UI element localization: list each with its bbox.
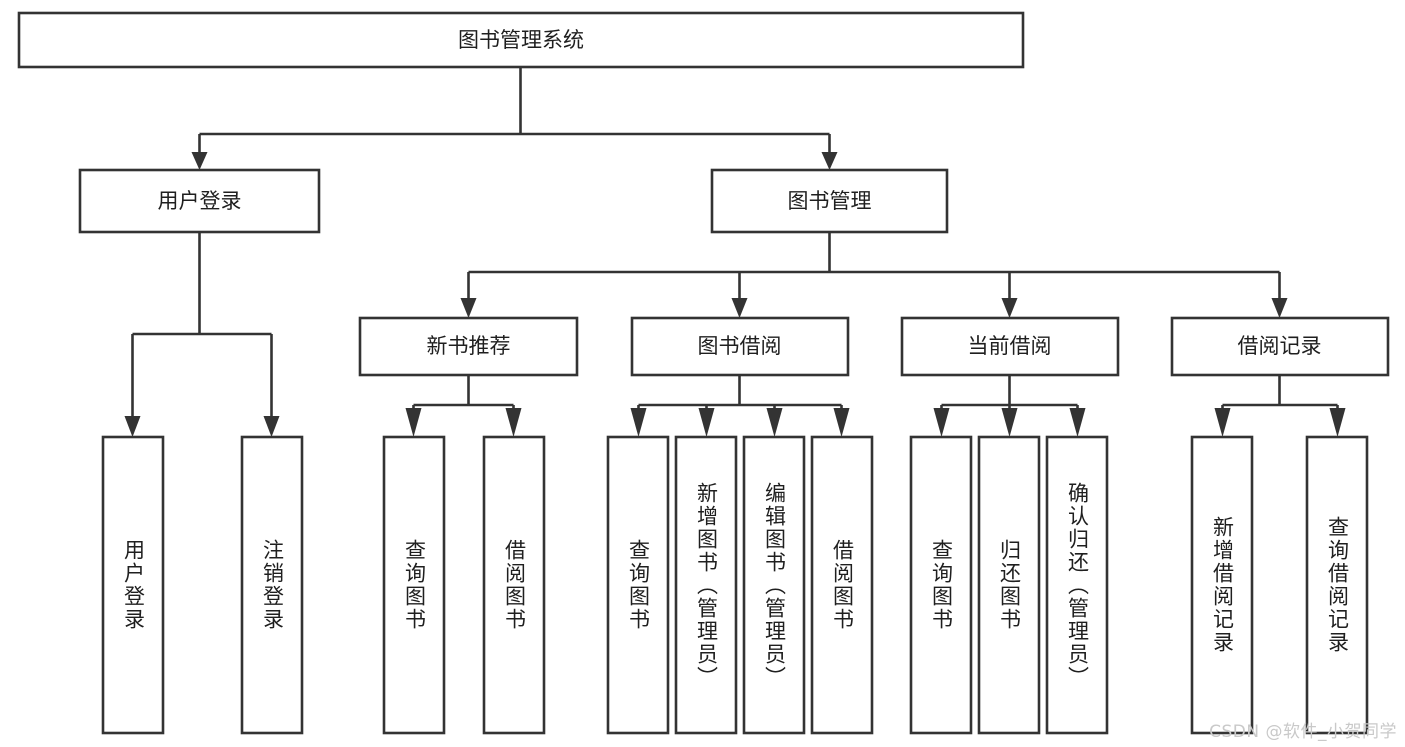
- node-root[interactable]: 图书管理系统: [17, 11, 1025, 69]
- arrow-head-cb-leaf-1: [933, 408, 950, 437]
- arrow-head-user-login: [191, 152, 208, 170]
- arrow-head-leaf-logout: [263, 416, 280, 437]
- node-new-book-recommend[interactable]: 新书推荐: [358, 316, 579, 377]
- node-leaf-edit-book-bb-box[interactable]: [742, 435, 806, 735]
- node-user-login-label: 用户登录: [158, 189, 242, 213]
- watermark: CSDN @软件_小贺同学: [1209, 722, 1397, 742]
- arrow-head-cb-leaf-3: [1069, 408, 1086, 437]
- node-leaf-borrow-book-bb-box[interactable]: [810, 435, 874, 735]
- arrow-head-book-mgmt: [821, 152, 838, 170]
- arrow-head-current-borrow: [1001, 298, 1018, 318]
- node-user-login-box[interactable]: [78, 168, 321, 234]
- node-user-login[interactable]: 用户登录: [78, 168, 321, 234]
- node-book-borrow[interactable]: 图书借阅: [630, 316, 850, 377]
- node-root-label: 图书管理系统: [458, 28, 584, 52]
- arrow-head-book-borrow: [731, 298, 748, 318]
- node-leaf-logout-box[interactable]: [240, 435, 304, 735]
- node-borrow-record[interactable]: 借阅记录: [1170, 316, 1390, 377]
- node-root-box[interactable]: [17, 11, 1025, 69]
- connector-group: [124, 67, 1346, 437]
- node-book-management-label: 图书管理: [788, 189, 872, 213]
- node-leaf-user-login-box[interactable]: [101, 435, 165, 735]
- arrow-head-bb-leaf-4: [833, 408, 850, 437]
- arrow-head-br-leaf-1: [1214, 408, 1231, 437]
- arrow-head-leaf-user-login: [124, 416, 141, 437]
- node-leaf-return-book-cb-box[interactable]: [977, 435, 1041, 735]
- arrow-head-bb-leaf-2: [698, 408, 715, 437]
- node-current-borrow[interactable]: 当前借阅: [900, 316, 1120, 377]
- node-leaf-add-record-br-box[interactable]: [1190, 435, 1254, 735]
- arrow-head-br-leaf-2: [1329, 408, 1346, 437]
- arrow-head-bb-leaf-1: [630, 408, 647, 437]
- arrow-head-borrow-record: [1271, 298, 1288, 318]
- node-current-borrow-box[interactable]: [900, 316, 1120, 377]
- arrow-head-bb-leaf-3: [766, 408, 783, 437]
- node-leaf-query-record-br-box[interactable]: [1305, 435, 1369, 735]
- arrow-head-cb-leaf-2: [1001, 408, 1018, 437]
- node-leaf-confirm-return-cb-box[interactable]: [1045, 435, 1109, 735]
- node-borrow-record-label: 借阅记录: [1238, 334, 1322, 358]
- node-book-management-box[interactable]: [710, 168, 949, 234]
- node-book-borrow-box[interactable]: [630, 316, 850, 377]
- node-leaf-query-book-nbr-box[interactable]: [382, 435, 446, 735]
- node-borrow-record-box[interactable]: [1170, 316, 1390, 377]
- node-leaf-query-book-cb-box[interactable]: [909, 435, 973, 735]
- node-book-management[interactable]: 图书管理: [710, 168, 949, 234]
- arrow-head-nbr-leaf-1: [405, 408, 422, 437]
- arrow-head-new-book-rec: [460, 298, 477, 318]
- node-current-borrow-label: 当前借阅: [968, 334, 1052, 358]
- node-leaf-add-book-bb-box[interactable]: [674, 435, 738, 735]
- node-book-borrow-label: 图书借阅: [698, 334, 782, 358]
- node-new-book-recommend-label: 新书推荐: [427, 334, 511, 358]
- arrow-head-nbr-leaf-2: [505, 408, 522, 437]
- node-leaf-borrow-book-nbr-box[interactable]: [482, 435, 546, 735]
- node-new-book-recommend-box[interactable]: [358, 316, 579, 377]
- node-leaf-query-book-bb-box[interactable]: [606, 435, 670, 735]
